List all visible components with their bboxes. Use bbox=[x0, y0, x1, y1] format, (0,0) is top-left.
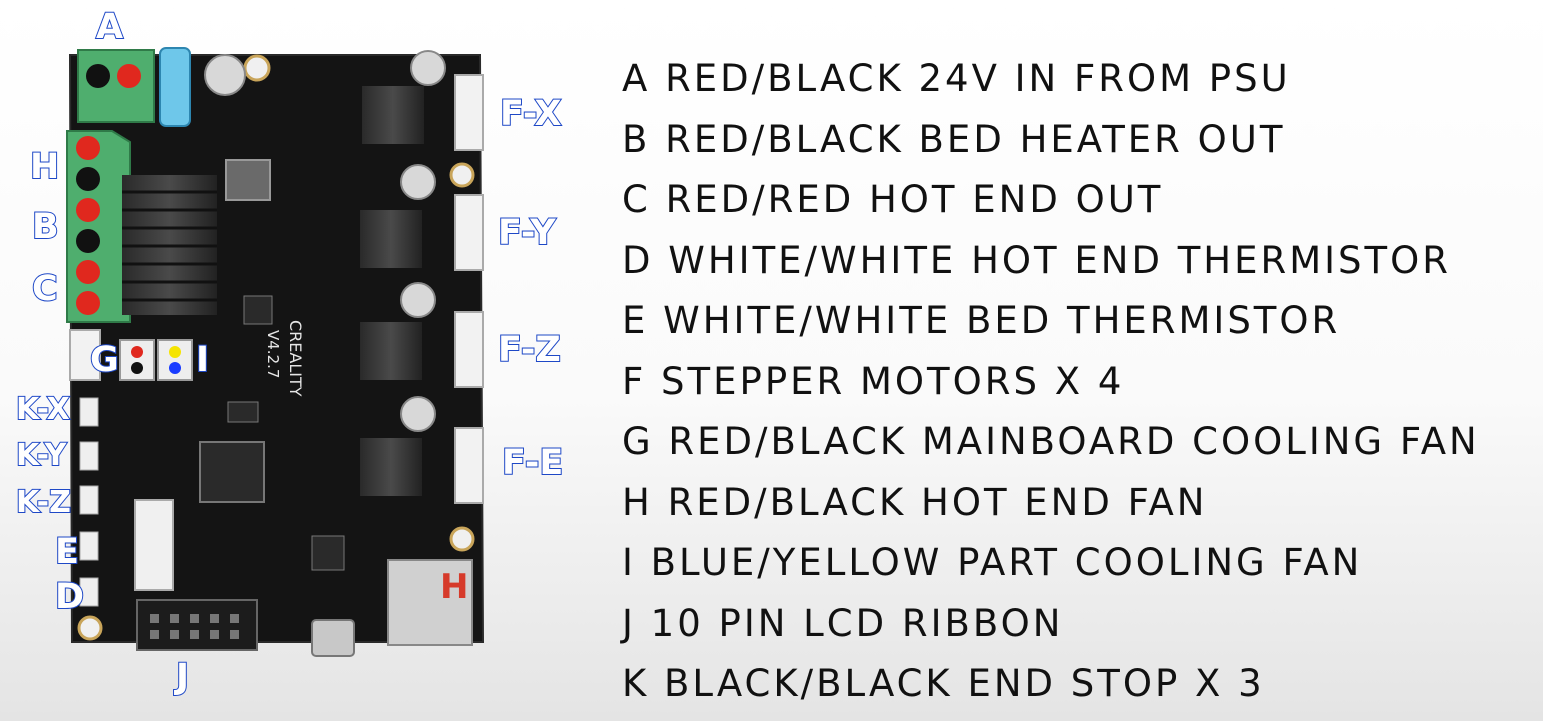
sd-marker: H bbox=[440, 567, 468, 607]
callout-f-y: F-Y bbox=[497, 213, 557, 253]
motor-connector-y bbox=[454, 194, 484, 271]
terminal-h-red bbox=[76, 136, 100, 160]
ic-chip bbox=[311, 535, 345, 571]
motor-connector-z bbox=[454, 311, 484, 388]
callout-k-z: K-Z bbox=[15, 485, 72, 520]
ic-chip bbox=[243, 295, 273, 325]
mount-hole bbox=[449, 526, 475, 552]
hotend-thermistor-header bbox=[79, 577, 99, 607]
callout-f-e: F-E bbox=[501, 443, 564, 483]
legend-item-f: F STEPPER MOTORS X 4 bbox=[622, 359, 1125, 403]
legend-item-j: J 10 PIN LCD RIBBON bbox=[622, 601, 1064, 645]
terminal-c-red bbox=[76, 260, 100, 284]
driver-heatsink-e bbox=[360, 438, 422, 496]
endstop-z-header bbox=[79, 485, 99, 515]
callout-i: I bbox=[195, 340, 210, 380]
legend-item-k: K BLACK/BLACK END STOP X 3 bbox=[622, 662, 1265, 705]
capacitor bbox=[400, 164, 436, 200]
mount-hole bbox=[77, 615, 103, 641]
terminal-h-black bbox=[76, 167, 100, 191]
callout-k-y: K-Y bbox=[15, 438, 67, 473]
motor-connector-e bbox=[454, 427, 484, 504]
driver-heatsink-z bbox=[360, 322, 422, 380]
lcd-header-j bbox=[136, 599, 258, 651]
legend-item-a: A RED/BLACK 24V IN FROM PSU bbox=[622, 57, 1291, 100]
terminal-b-black bbox=[76, 229, 100, 253]
motor-connector-x bbox=[454, 74, 484, 151]
fuse bbox=[159, 47, 191, 127]
usb-port bbox=[311, 619, 355, 657]
callout-a: A bbox=[95, 7, 124, 47]
driver-heatsink-x bbox=[362, 86, 424, 144]
legend-item-g: G RED/BLACK MAINBOARD COOLING FAN bbox=[622, 420, 1480, 463]
legend-item-e: E WHITE/WHITE BED THERMISTOR bbox=[622, 299, 1341, 342]
legend-item-b: B RED/BLACK BED HEATER OUT bbox=[622, 117, 1286, 161]
driver-heatsink-y bbox=[360, 210, 422, 268]
callout-f-z: F-Z bbox=[497, 330, 562, 370]
silkscreen-brand: CREALITY bbox=[286, 320, 305, 397]
callout-d: D bbox=[54, 577, 85, 617]
endstop-x-header bbox=[79, 397, 99, 427]
fan-i-yellow bbox=[169, 346, 181, 358]
legend-item-h: H RED/BLACK HOT END FAN bbox=[622, 480, 1208, 524]
hotend-fan-header bbox=[69, 329, 101, 381]
sd-card-slot bbox=[387, 559, 473, 646]
bed-thermistor-header bbox=[79, 531, 99, 561]
ic-chip bbox=[227, 401, 259, 423]
silkscreen-version: V4.2.7 bbox=[264, 330, 282, 378]
inductor bbox=[225, 159, 271, 201]
endstop-y-header bbox=[79, 441, 99, 471]
terminal-b-red bbox=[76, 198, 100, 222]
mcu-chip bbox=[199, 441, 265, 503]
capacitor bbox=[410, 50, 446, 86]
mount-hole bbox=[243, 54, 271, 82]
wiring-legend: A RED/BLACK 24V IN FROM PSU B RED/BLACK … bbox=[622, 57, 1480, 723]
mount-hole bbox=[449, 162, 475, 188]
callout-f-x: F-X bbox=[499, 94, 562, 134]
callout-c: C bbox=[31, 269, 59, 309]
fan-g-red bbox=[131, 346, 143, 358]
terminal-c-red-2 bbox=[76, 291, 100, 315]
legend-item-d: D WHITE/WHITE HOT END THERMISTOR bbox=[622, 238, 1451, 282]
callout-h: H bbox=[29, 147, 60, 187]
capacitor bbox=[400, 282, 436, 318]
power-red-wire bbox=[117, 64, 141, 88]
power-black-wire bbox=[86, 64, 110, 88]
wifi-header bbox=[134, 499, 174, 591]
callout-k-x: K-X bbox=[15, 392, 71, 427]
capacitor bbox=[204, 54, 246, 96]
fan-g-black bbox=[131, 362, 143, 374]
terminal-block bbox=[66, 130, 131, 323]
legend-item-i: I BLUE/YELLOW PART COOLING FAN bbox=[622, 541, 1363, 584]
callout-j: J bbox=[175, 657, 190, 697]
callout-g: G bbox=[89, 340, 120, 380]
fan-i-blue bbox=[169, 362, 181, 374]
callout-e: E bbox=[54, 532, 80, 572]
callout-b: B bbox=[31, 207, 60, 247]
power-terminal bbox=[77, 49, 155, 123]
legend-item-c: C RED/RED HOT END OUT bbox=[622, 178, 1164, 221]
capacitor bbox=[400, 396, 436, 432]
